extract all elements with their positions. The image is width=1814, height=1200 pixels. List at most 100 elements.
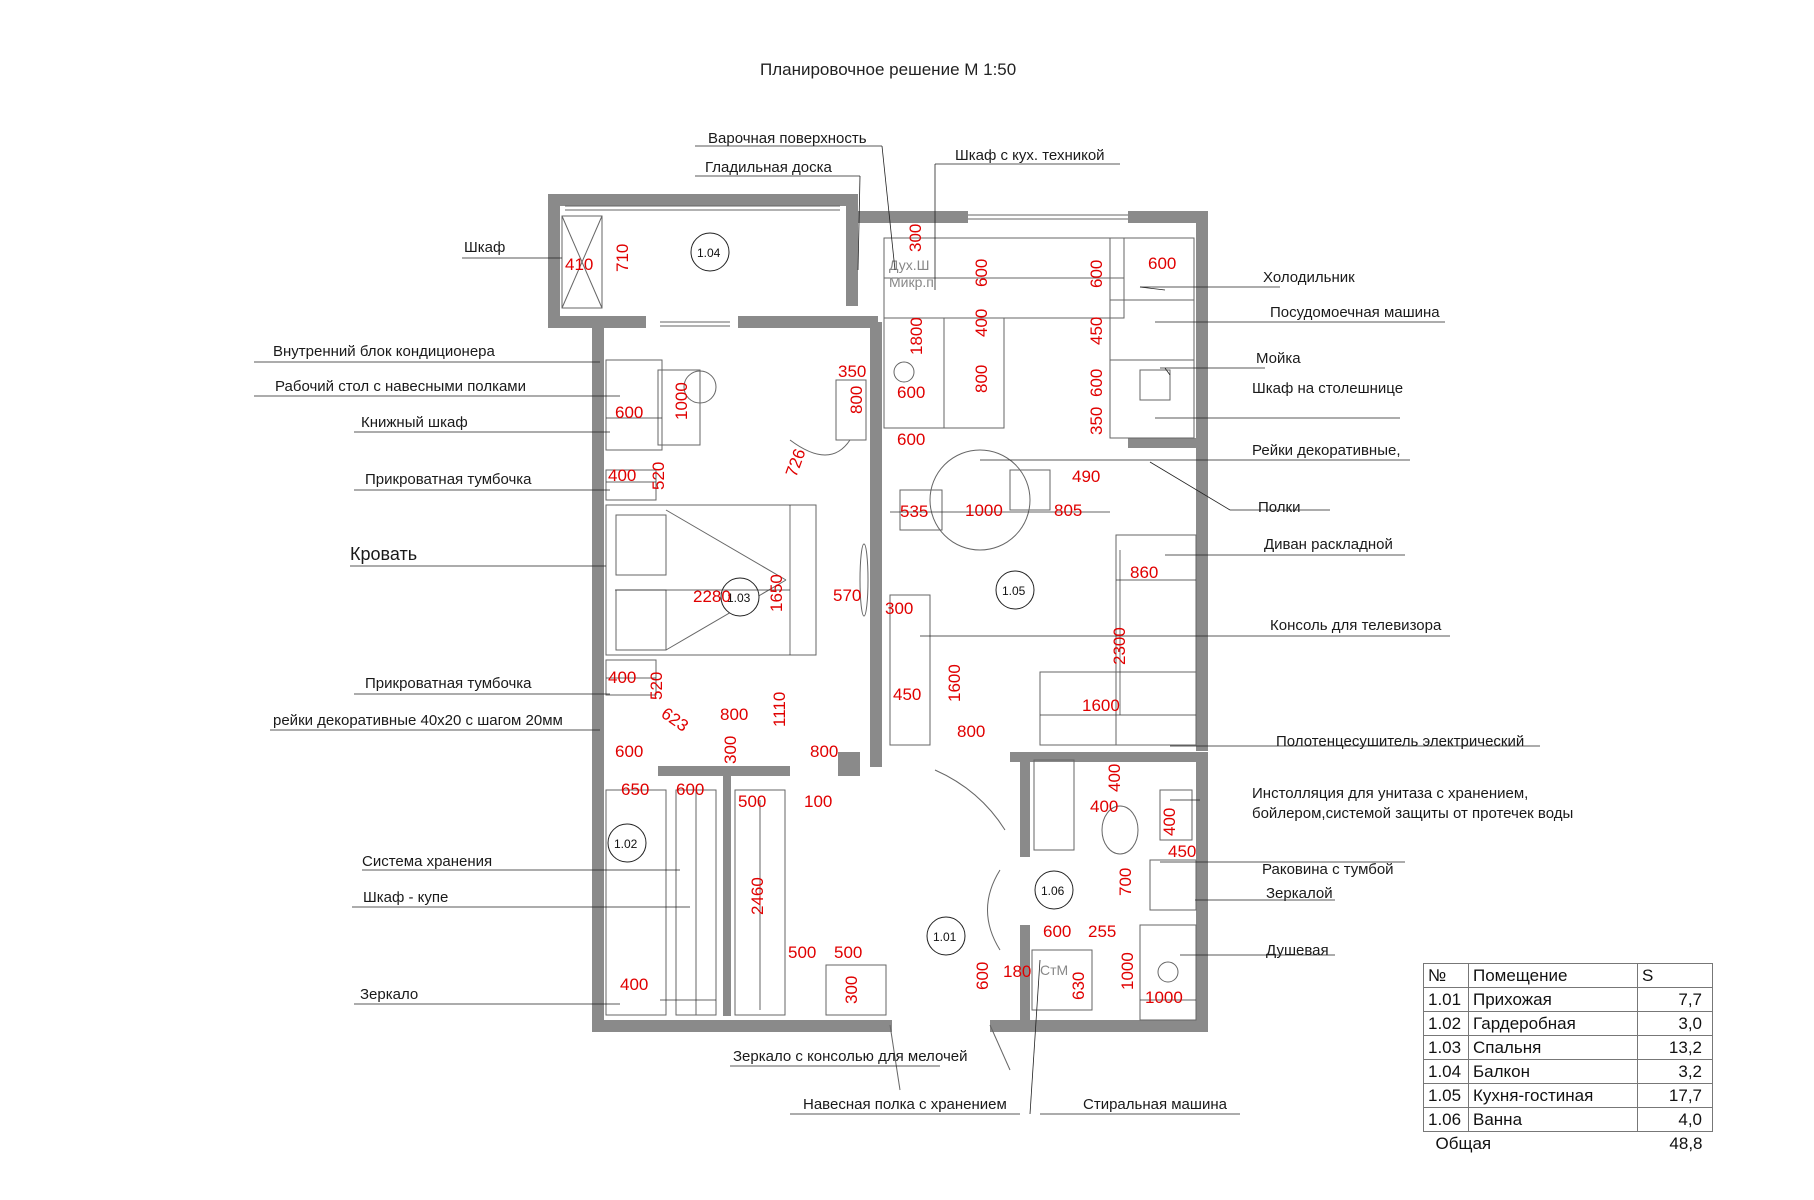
legend-area: 4,0 <box>1637 1107 1713 1132</box>
legend-room: Прихожая <box>1468 987 1638 1012</box>
dim-400-w2: 400 <box>1090 797 1118 816</box>
dim-300-h: 300 <box>842 976 861 1004</box>
callout-labels: Варочная поверхность Гладильная доска Шк… <box>273 130 1573 1113</box>
legend-num: 1.05 <box>1423 1083 1469 1108</box>
windows <box>565 205 1128 327</box>
dim-1600-sofa: 1600 <box>1082 696 1120 715</box>
leader-lines <box>254 145 1540 1115</box>
legend-room: Ванна <box>1468 1107 1638 1132</box>
label-wardrobe: Шкаф <box>464 239 505 256</box>
label-hanging-shelf: Навесная полка с хранением <box>803 1096 1007 1113</box>
dim-623: 623 <box>658 704 692 736</box>
label-bookcase: Книжный шкаф <box>361 414 468 431</box>
dim-500-c: 500 <box>738 792 766 811</box>
dim-600-c: 600 <box>676 780 704 799</box>
dim-570: 570 <box>833 586 861 605</box>
label-mirror-console: Зеркало с консолью для мелочей <box>733 1048 968 1065</box>
dim-180: 180 <box>1003 962 1031 981</box>
dim-600-s: 600 <box>1043 922 1071 941</box>
dim-1000-t: 1000 <box>965 501 1003 520</box>
dim-600-t1: 600 <box>972 259 991 287</box>
legend-total-label: Общая <box>1423 1131 1638 1155</box>
dimensions: 410 710 600 1000 350 800 400 520 726 228… <box>565 224 1196 1007</box>
dim-535: 535 <box>900 502 928 521</box>
label-towel-dryer: Полотенцесушитель электрический <box>1276 733 1524 750</box>
room-1-01: 1.01 <box>933 930 957 944</box>
dim-1800: 1800 <box>907 317 926 355</box>
legend-room: Балкон <box>1468 1059 1638 1084</box>
legend-room: Спальня <box>1468 1035 1638 1060</box>
dim-600-desk: 600 <box>615 403 643 422</box>
room-badges: 1.04 1.03 1.05 1.02 1.01 1.06 <box>607 232 1074 956</box>
legend-room: Гардеробная <box>1468 1011 1638 1036</box>
dim-860: 860 <box>1130 563 1158 582</box>
legend-total-value: 48,8 <box>1637 1131 1713 1155</box>
dim-500-h2: 500 <box>834 943 862 962</box>
dim-255: 255 <box>1088 922 1116 941</box>
label-slats-40x20: рейки декоративные 40х20 с шагом 20мм <box>273 712 563 729</box>
label-with-mirror: Зеркалой <box>1266 885 1333 902</box>
legend-area: 13,2 <box>1637 1035 1713 1060</box>
label-nightstand-bottom: Прикроватная тумбочка <box>365 675 532 692</box>
room-area-table: № Помещение S 1.01 Прихожая 7,7 1.02 Гар… <box>1423 963 1713 1155</box>
dim-726: 726 <box>782 446 810 479</box>
dim-400-ns2: 400 <box>608 668 636 687</box>
dim-400-w: 400 <box>1105 764 1124 792</box>
dim-1110: 1110 <box>770 692 789 727</box>
dim-2280: 2280 <box>693 587 731 606</box>
label-shelves: Полки <box>1258 499 1301 516</box>
table-row: 1.02 Гардеробная 3,0 <box>1423 1011 1713 1036</box>
dim-600-b: 600 <box>615 742 643 761</box>
dim-800-k: 800 <box>847 386 866 414</box>
dim-710: 710 <box>613 244 632 272</box>
dim-630: 630 <box>1069 972 1088 1000</box>
dim-800-door: 800 <box>810 742 838 761</box>
room-1-06: 1.06 <box>1041 884 1065 898</box>
label-ac-indoor-unit: Внутренний блок кондиционера <box>273 343 496 360</box>
label-tv-console: Консоль для телевизора <box>1270 617 1442 634</box>
label-basin-with-cabinet: Раковина с тумбой <box>1262 861 1394 878</box>
dim-650: 650 <box>621 780 649 799</box>
legend-num: 1.02 <box>1423 1011 1469 1036</box>
label-countertop-cabinet: Шкаф на столешнице <box>1252 380 1403 397</box>
label-dishwasher: Посудомоечная машина <box>1270 304 1440 321</box>
dim-410: 410 <box>565 255 593 274</box>
legend-total-row: Общая 48,8 <box>1423 1131 1713 1155</box>
label-sink: Мойка <box>1256 350 1301 367</box>
dim-350-r: 350 <box>1087 407 1106 435</box>
dim-400-w3: 400 <box>1160 808 1179 836</box>
page-title: Планировочное решение М 1:50 <box>760 60 1016 79</box>
dim-350-k: 350 <box>838 362 866 381</box>
legend-num: 1.03 <box>1423 1035 1469 1060</box>
room-1-02: 1.02 <box>614 837 638 851</box>
dim-1650: 1650 <box>767 574 786 612</box>
dim-1600-tv: 1600 <box>945 664 964 702</box>
dim-400-ns1: 400 <box>608 466 636 485</box>
room-1-04: 1.04 <box>697 246 721 260</box>
table-row: 1.01 Прихожая 7,7 <box>1423 987 1713 1012</box>
dim-450-tv: 450 <box>893 685 921 704</box>
room-1-05: 1.05 <box>1002 584 1026 598</box>
label-washing-machine: Стиральная машина <box>1083 1096 1228 1113</box>
legend-header-num: № <box>1423 963 1469 988</box>
dim-800-t: 800 <box>972 365 991 393</box>
label-appliance-cabinet: Шкаф с кух. техникой <box>955 147 1105 164</box>
dim-450-w: 450 <box>1168 842 1196 861</box>
label-mirror: Зеркало <box>360 986 418 1003</box>
dim-1000-sh1: 1000 <box>1118 952 1137 990</box>
dim-600-s2: 600 <box>973 962 992 990</box>
dim-805: 805 <box>1054 501 1082 520</box>
legend-header-room: Помещение <box>1468 963 1638 988</box>
table-row: 1.05 Кухня-гостиная 17,7 <box>1423 1083 1713 1108</box>
dim-600-k2: 600 <box>897 430 925 449</box>
label-decorative-slats: Рейки декоративные, <box>1252 442 1401 459</box>
dim-1000-desk: 1000 <box>672 382 691 420</box>
legend-area: 17,7 <box>1637 1083 1713 1108</box>
dim-500-h1: 500 <box>788 943 816 962</box>
label-desk-with-shelves: Рабочий стол с навесными полками <box>275 378 526 395</box>
dim-300-tv: 300 <box>885 599 913 618</box>
walls <box>548 194 1208 1032</box>
legend-num: 1.04 <box>1423 1059 1469 1084</box>
legend-room: Кухня-гостиная <box>1468 1083 1638 1108</box>
